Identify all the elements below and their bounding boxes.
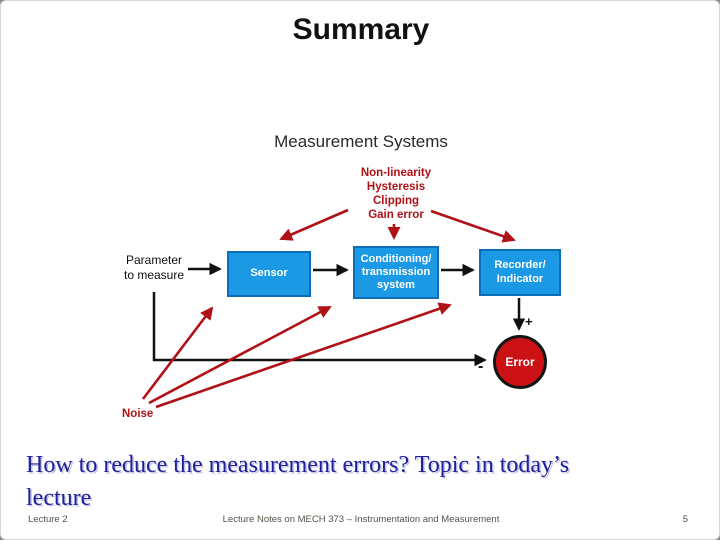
error-source-item: Clipping bbox=[373, 195, 419, 207]
noise-arrow-to-conditioning bbox=[148, 305, 332, 405]
footer-course-title: Lecture Notes on MECH 373 – Instrumentat… bbox=[222, 514, 500, 525]
sensor-box-label: Sensor bbox=[250, 267, 288, 280]
recorder-box-label-line: Recorder/ bbox=[494, 259, 546, 272]
error-source-item: Non-linearity bbox=[360, 167, 432, 179]
parameter-label-line: Parameter bbox=[125, 253, 183, 267]
error-node-label: Error bbox=[505, 355, 535, 369]
error-source-item: Gain error bbox=[368, 209, 424, 221]
recorder-indicator-box: Recorder/ Indicator bbox=[479, 249, 561, 296]
summing-junction-plus-sign: + bbox=[525, 314, 533, 329]
takeaway-line: How to reduce the measurement errors? To… bbox=[26, 452, 570, 478]
noise-arrow-to-sensor bbox=[141, 306, 214, 400]
page-title: Summary bbox=[292, 13, 430, 46]
takeaway-line: lecture bbox=[26, 485, 92, 511]
takeaway-text: How to reduce the measurement errors? To… bbox=[26, 449, 716, 515]
conditioning-box-label-line: transmission bbox=[361, 265, 431, 278]
conditioning-box-label-line: Conditioning/ bbox=[360, 252, 432, 265]
conditioning-transmission-box: Conditioning/ transmission system bbox=[353, 246, 439, 299]
summing-junction-minus-sign: - bbox=[478, 358, 484, 375]
footer-lecture-number: Lecture 2 bbox=[28, 514, 68, 525]
noise-arrow-to-recorder bbox=[155, 302, 452, 409]
error-sources-list: Non-linearity Hysteresis Clipping Gain e… bbox=[331, 166, 461, 222]
sensor-box: Sensor bbox=[227, 251, 311, 297]
parameter-to-measure-label: Parameter to measure bbox=[104, 253, 204, 283]
error-node: Error bbox=[493, 335, 547, 389]
error-source-item: Hysteresis bbox=[366, 181, 426, 193]
noise-label: Noise bbox=[122, 408, 154, 420]
conditioning-box-label-line: system bbox=[377, 279, 415, 292]
slide-footer: Lecture Notes on MECH 373 – Instrumentat… bbox=[1, 514, 719, 530]
parameter-label-line: to measure bbox=[123, 268, 185, 282]
diagram-title: Measurement Systems bbox=[274, 132, 448, 151]
recorder-box-label-line: Indicator bbox=[496, 272, 544, 285]
footer-page-number: 5 bbox=[682, 514, 688, 525]
feedback-line-parameter-to-error bbox=[152, 292, 487, 367]
